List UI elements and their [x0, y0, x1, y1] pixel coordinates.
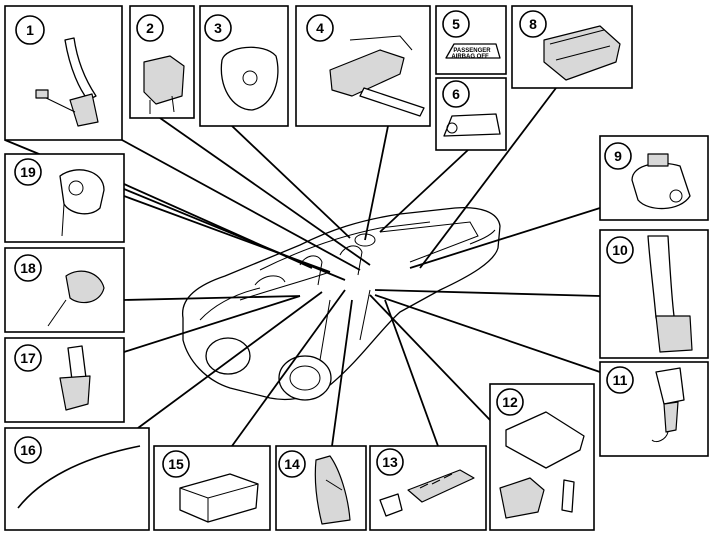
callout-number-18: 18 [20, 260, 36, 276]
callout-number-3: 3 [214, 20, 222, 36]
callout-8: 8 [511, 5, 633, 89]
callout-number-15: 15 [168, 456, 184, 472]
callout-number-6: 6 [452, 86, 460, 102]
callout-number-5: 5 [452, 16, 460, 32]
callout-2: 2 [129, 5, 195, 119]
callout-number-9: 9 [614, 148, 622, 164]
callout-5: PASSENGER AIRBAG OFF 5 [435, 5, 507, 75]
callout-17: 17 [4, 337, 125, 423]
callout-11: 11 [599, 361, 709, 457]
callout-number-14: 14 [284, 456, 300, 472]
callout-10: 10 [599, 229, 709, 359]
callout-number-2: 2 [146, 20, 154, 36]
indicator-text-line2: AIRBAG OFF [451, 54, 489, 60]
callout-number-11: 11 [613, 372, 628, 388]
callout-number-4: 4 [316, 20, 324, 36]
callout-12: 12 [489, 383, 595, 531]
callout-6: 6 [435, 77, 507, 151]
callout-4: 4 [295, 5, 431, 127]
callout-number-8: 8 [529, 16, 537, 32]
callout-number-10: 10 [612, 242, 628, 258]
callout-19: 19 [4, 153, 125, 243]
callout-number-16: 16 [20, 442, 36, 458]
callout-number-1: 1 [26, 22, 34, 38]
callout-9: 9 [599, 135, 709, 221]
callout-15: 15 [153, 445, 271, 531]
callout-16: 16 [4, 427, 150, 531]
callout-number-13: 13 [382, 454, 398, 470]
callout-1: 1 [4, 5, 123, 141]
vehicle-cutaway-icon [182, 206, 501, 401]
callout-number-19: 19 [20, 164, 36, 180]
indicator-text-line1: PASSENGER [453, 48, 491, 54]
callout-number-12: 12 [502, 394, 518, 410]
callout-3: 3 [199, 5, 289, 127]
callout-18: 18 [4, 247, 125, 333]
callout-14: 14 [275, 445, 367, 531]
callout-13: 13 [369, 445, 487, 531]
callout-number-17: 17 [20, 350, 36, 366]
leader-lines [4, 87, 601, 447]
